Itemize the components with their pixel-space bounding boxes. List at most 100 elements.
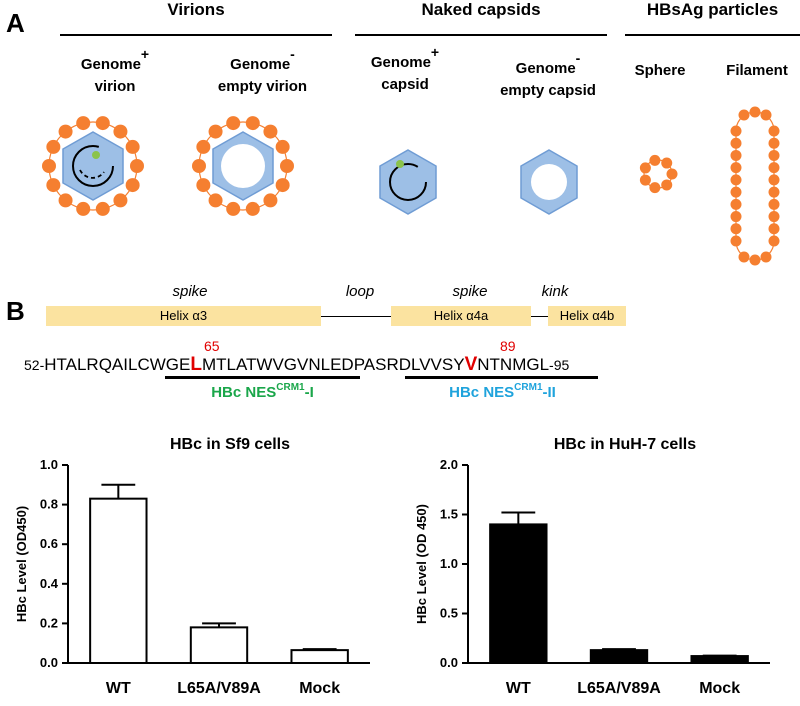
sequence-line: 52-HTALRQAILCWGELMTLATWVGVNLEDPASRDLVVSY… — [24, 354, 570, 375]
x-tick-label: WT — [506, 680, 531, 697]
envelope-bead — [46, 139, 61, 154]
virion-genome-plus — [42, 116, 144, 216]
capsid-empty — [520, 149, 578, 215]
envelope-bead — [263, 124, 278, 139]
sphere-bead — [639, 174, 651, 186]
chart-1-title: HBc in Sf9 cells — [169, 436, 291, 453]
y-tick-label: 0.0 — [440, 655, 458, 670]
loop-line — [320, 316, 392, 317]
nes-1-label: HBc NESCRM1-I — [211, 382, 314, 401]
envelope-bead — [226, 201, 241, 216]
filament-bead — [768, 174, 780, 186]
label-filament: Filament — [726, 62, 788, 79]
envelope-bead — [46, 178, 61, 193]
group-rule-virions — [60, 34, 332, 36]
helix-a3: Helix α3 — [46, 306, 321, 326]
sphere-bead — [649, 182, 661, 194]
envelope-bead — [76, 116, 91, 131]
group-rule-hbsag — [625, 34, 800, 36]
hbsag-sphere — [639, 154, 678, 194]
envelope-bead — [113, 193, 128, 208]
envelope-bead — [42, 159, 56, 173]
sphere-bead — [666, 168, 678, 180]
filament-bead — [768, 223, 780, 235]
y-tick-label: 1.5 — [440, 507, 458, 522]
y-tick-label: 0.6 — [40, 536, 58, 551]
particle-illustrations — [42, 106, 780, 266]
envelope-bead — [130, 159, 144, 173]
group-title-naked-capsids: Naked capsids — [421, 0, 541, 19]
filament-bead — [730, 223, 742, 235]
envelope-bead — [196, 178, 211, 193]
envelope-bead — [208, 193, 223, 208]
envelope-bead — [58, 124, 73, 139]
y-tick-label: 0.2 — [40, 615, 58, 630]
envelope-bead — [263, 193, 278, 208]
filament-bead — [730, 198, 742, 210]
filament-bead — [768, 198, 780, 210]
bar-wt — [89, 497, 148, 664]
sphere-bead — [649, 154, 661, 166]
group-rule-naked-capsids — [355, 34, 607, 36]
filament-bead — [730, 174, 742, 186]
filament-bead — [738, 251, 750, 263]
mutation-position-65: 65 — [204, 338, 220, 354]
bar-l65a-v89a — [189, 626, 249, 664]
mutation-position-89: 89 — [500, 338, 516, 354]
filament-bead — [730, 149, 742, 161]
envelope-bead — [245, 116, 260, 131]
envelope-bead — [280, 159, 294, 173]
label-genome-minus-virion: Genome-empty virion — [217, 46, 308, 95]
envelope-bead — [192, 159, 206, 173]
bar-mock — [290, 649, 349, 665]
envelope-bead — [95, 201, 110, 216]
y-tick-label: 2.0 — [440, 457, 458, 472]
filament-bead — [749, 254, 761, 266]
region-spike-1: spike — [172, 283, 208, 300]
nes-1-underline — [165, 376, 360, 379]
label-genome-plus-capsid: Genome+capsid — [370, 44, 440, 93]
sphere-bead — [639, 162, 651, 174]
helix-a4b: Helix α4b — [548, 306, 626, 326]
panel-a-letter: A — [6, 8, 25, 38]
filament-bead — [768, 162, 780, 174]
filament-bead — [730, 162, 742, 174]
nes-2-label: HBc NESCRM1-II — [449, 382, 556, 401]
panel-b-letter: B — [6, 296, 25, 326]
x-tick-label: L65A/V89A — [177, 680, 261, 697]
y-axis-label: HBc Level (OD450) — [14, 506, 29, 622]
filament-bead — [768, 149, 780, 161]
chart-2-title: HBc in HuH-7 cells — [553, 436, 697, 453]
envelope-bead — [245, 201, 260, 216]
filament-bead — [730, 186, 742, 198]
bar-wt — [489, 523, 548, 665]
y-tick-label: 1.0 — [40, 457, 58, 472]
envelope-bead — [95, 116, 110, 131]
nes-2-underline — [405, 376, 598, 379]
virion-empty — [192, 116, 294, 216]
filament-bead — [768, 211, 780, 223]
y-tick-label: 0.0 — [40, 655, 58, 670]
filament-bead — [730, 125, 742, 137]
group-title-virions: Virions — [167, 0, 225, 19]
envelope-bead — [113, 124, 128, 139]
bar-l65a-v89a — [589, 649, 649, 665]
envelope-bead — [196, 139, 211, 154]
envelope-bead — [76, 201, 91, 216]
envelope-bead — [125, 178, 140, 193]
filament-bead — [749, 106, 761, 118]
x-tick-label: L65A/V89A — [577, 680, 661, 697]
x-tick-label: Mock — [299, 680, 340, 697]
y-tick-label: 0.8 — [40, 497, 58, 512]
group-title-hbsag: HBsAg particles — [646, 0, 779, 19]
envelope-bead — [208, 124, 223, 139]
filament-bead — [760, 251, 772, 263]
filament-bead — [760, 109, 772, 121]
hbsag-filament — [730, 106, 780, 266]
mutation-l65: L — [190, 354, 202, 375]
filament-bead — [730, 211, 742, 223]
label-genome-minus-capsid: Genome-empty capsid — [500, 50, 596, 99]
envelope-bead — [275, 178, 290, 193]
kink-line — [530, 316, 548, 317]
